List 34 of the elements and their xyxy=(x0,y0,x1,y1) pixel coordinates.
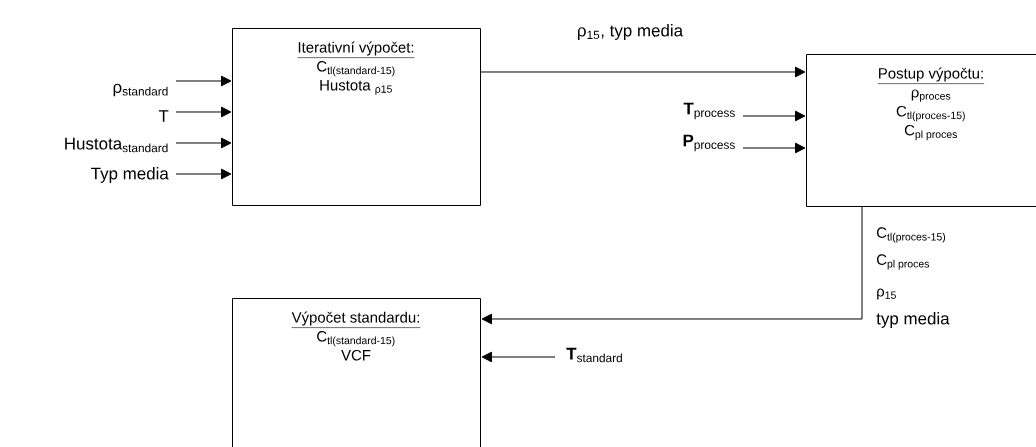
arrow xyxy=(481,206,863,325)
arrow xyxy=(795,142,806,154)
arrow xyxy=(481,351,492,363)
flow-label: typ media xyxy=(876,312,950,328)
box-text: VCF xyxy=(341,349,371,361)
arrow xyxy=(221,137,232,149)
edge-label: ρ$_{15}$, typ media xyxy=(575,23,685,41)
process-box xyxy=(232,28,481,206)
box-text: $\text{C}_{\text{tl(proces-15)}}$ xyxy=(896,105,965,122)
box-heading: Postup výpočtu: xyxy=(877,67,985,84)
input-label: ρ$_{standard}$ xyxy=(113,83,168,97)
box-heading: Výpočet standardu: xyxy=(291,311,421,328)
arrow xyxy=(480,66,806,78)
box-text: Hustota $_{ρ15}$ xyxy=(320,80,392,95)
input-label: Typ media xyxy=(91,167,169,183)
input-label: P$_{process}$ xyxy=(683,134,735,152)
flow-label: $\text{C}_{\text{tl(proces-15)}}$ xyxy=(876,227,946,243)
arrow xyxy=(795,110,806,122)
input-label: Hustota$_{standard}$ xyxy=(65,137,168,153)
box-heading: Iterativní výpočet: xyxy=(297,41,415,58)
flow-label: $\text{C}_{\text{pl proces}}$ xyxy=(876,254,930,270)
arrow xyxy=(221,168,232,180)
box-text: $\text{C}_{\text{tl(standard-15)}}$ xyxy=(317,61,395,77)
arrow xyxy=(221,106,232,118)
box-text: $\text{C}_{\text{pl proces}}$ xyxy=(904,124,957,141)
arrow xyxy=(221,75,232,87)
process-box xyxy=(806,54,1036,207)
box-text: ρ$_{proces}$ xyxy=(911,89,951,102)
flow-label: ρ$_{15}$ xyxy=(877,288,896,300)
input-label: T$_{standard}$ xyxy=(566,347,622,363)
input-label: T xyxy=(158,110,169,122)
process-box xyxy=(232,298,481,447)
input-label: T$_{process}$ xyxy=(683,102,735,120)
box-text: $\text{C}_{\text{tl(standard-15)}}$ xyxy=(317,331,395,347)
